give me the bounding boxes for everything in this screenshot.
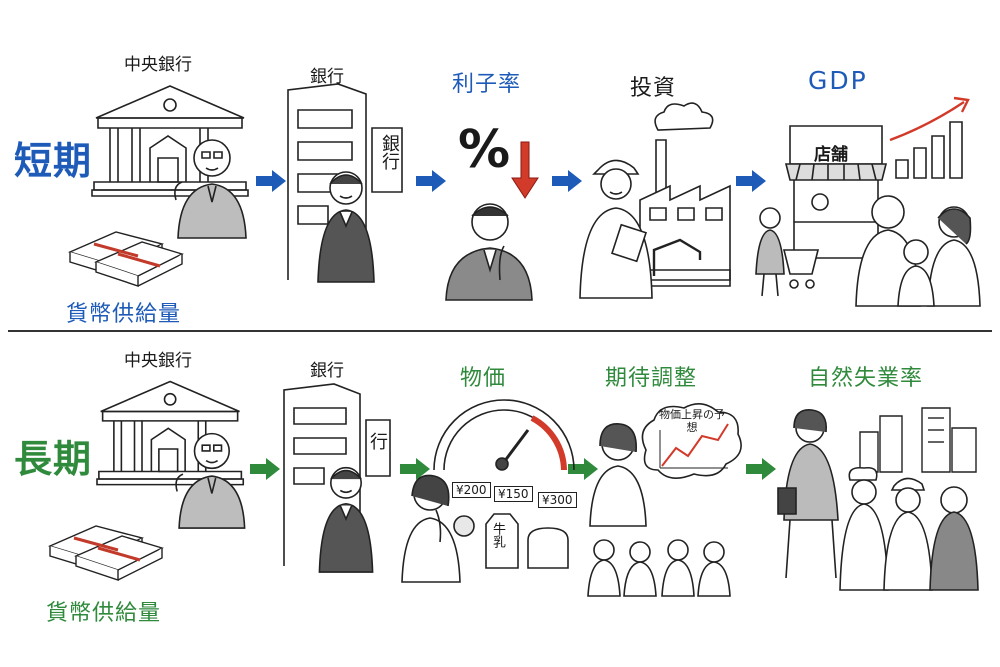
central-banker-person-icon (168, 424, 248, 530)
city-skyline-icon (856, 402, 986, 472)
long-central-bank-caption: 中央銀行 (124, 351, 192, 371)
long-term-label: 長期 (14, 437, 93, 481)
flow-arrow-icon (568, 458, 598, 480)
bank-sign: 銀行 (379, 134, 400, 170)
bank-building-icon (278, 380, 398, 570)
short-money-supply-caption: 貨幣供給量 (66, 302, 182, 327)
interest-rate-caption: 利子率 (452, 72, 522, 97)
price-gauge-icon (428, 396, 580, 476)
flow-arrow-icon (400, 458, 430, 480)
short-term-label: 短期 (14, 139, 93, 183)
central-banker-person-icon (168, 130, 248, 240)
thought-bubble-text: 物価上昇の予想 (659, 408, 725, 434)
thinking-woman-icon (588, 418, 648, 528)
flow-arrow-icon (416, 170, 446, 192)
bank-teller-person-icon (314, 166, 378, 284)
grocery-items-icon (452, 506, 572, 570)
factory-worker-icon (576, 150, 656, 300)
long-bank-caption: 銀行 (310, 361, 344, 381)
down-arrow-icon (510, 140, 540, 200)
flow-arrow-icon (552, 170, 582, 192)
bank-sign: 行 (370, 432, 388, 453)
milk-label: 牛乳 (490, 522, 505, 548)
worried-woman-icon (400, 472, 464, 584)
price-tag-bread: ¥300 (538, 492, 577, 508)
gdp-caption: GDP (808, 66, 868, 95)
money-stack-icon (46, 516, 166, 586)
expectation-adjustment-caption: 期待調整 (605, 366, 698, 391)
flow-arrow-icon (746, 458, 776, 480)
growth-bar-chart-icon (888, 96, 978, 180)
bank-teller-person-icon (314, 462, 378, 574)
flow-arrow-icon (736, 170, 766, 192)
row-divider (8, 330, 992, 332)
thought-bubble-icon (636, 400, 746, 490)
workers-group-icon (836, 466, 986, 590)
shopper-with-cart-icon (752, 204, 822, 300)
flow-arrow-icon (250, 458, 280, 480)
flow-arrow-icon (256, 170, 286, 192)
crowd-people-icon (586, 536, 736, 596)
thinking-businessman-icon (440, 196, 536, 302)
shop-sign: 店舗 (814, 145, 848, 165)
investment-caption: 投資 (630, 76, 677, 101)
short-central-bank-caption: 中央銀行 (124, 55, 192, 75)
short-bank-caption: 銀行 (310, 67, 344, 87)
price-tag-apple: ¥200 (452, 482, 491, 498)
long-money-supply-caption: 貨幣供給量 (46, 601, 162, 626)
office-woman-icon (776, 408, 846, 588)
money-stack-icon (66, 222, 186, 292)
family-people-icon (850, 188, 980, 308)
factory-icon (640, 100, 740, 290)
price-level-caption: 物価 (460, 366, 507, 391)
percent-symbol: % (458, 120, 511, 180)
price-tag-milk: ¥150 (494, 486, 533, 502)
central-bank-building-icon (92, 78, 252, 238)
natural-unemployment-caption: 自然失業率 (808, 366, 924, 391)
